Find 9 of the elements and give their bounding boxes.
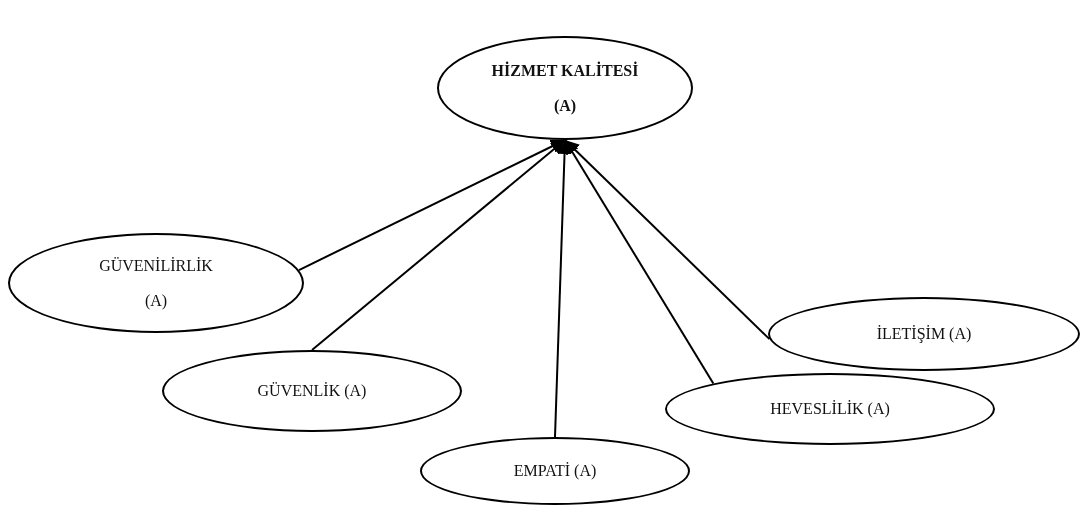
node-label: HİZMET KALİTESİ (A) <box>490 60 640 117</box>
arrow <box>564 139 715 385</box>
node-label: GÜVENLİK (A) <box>256 381 368 402</box>
node-label: EMPATİ (A) <box>512 461 598 482</box>
arrow <box>297 139 566 272</box>
arrow <box>311 139 566 351</box>
node-label: İLETİŞİM (A) <box>875 324 973 345</box>
node-label: HEVESLİLİK (A) <box>769 399 891 420</box>
node-label: GÜVENİLİRLİK (A) <box>98 255 214 312</box>
